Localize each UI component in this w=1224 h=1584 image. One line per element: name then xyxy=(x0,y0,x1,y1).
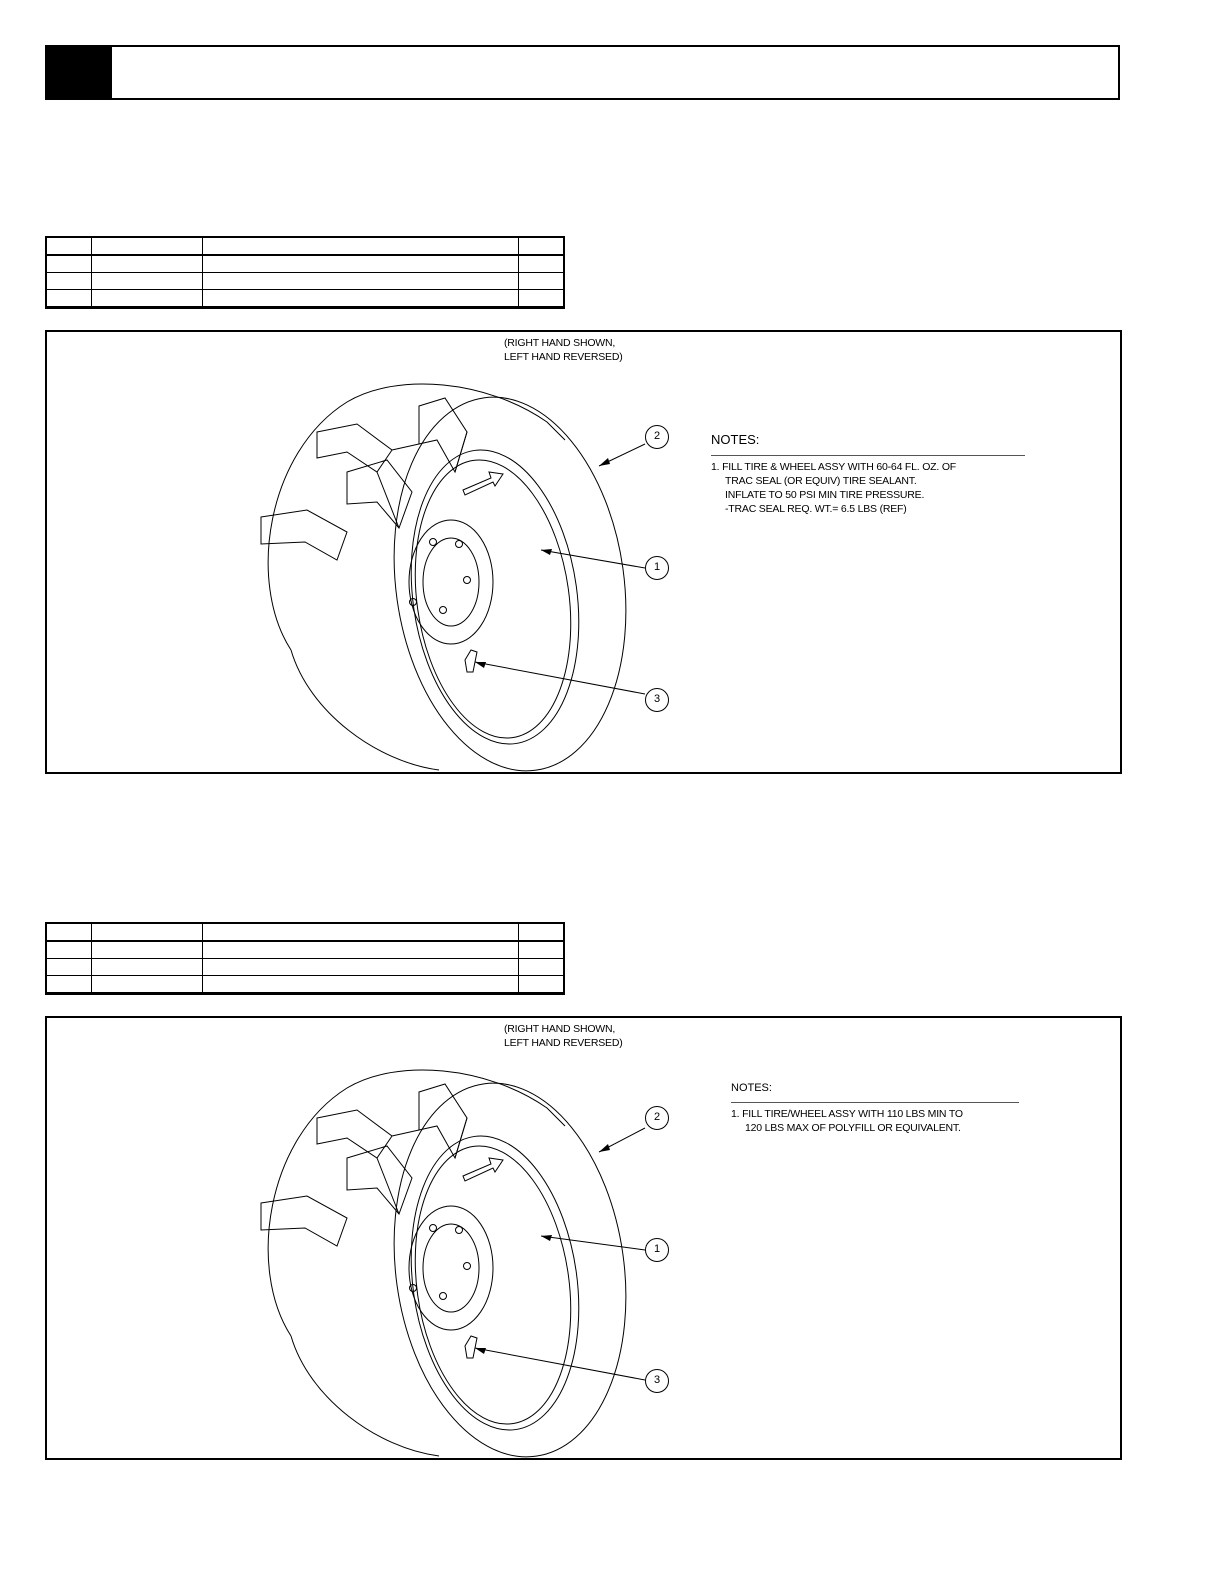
wheel-rim-inner xyxy=(414,1145,572,1425)
leader-arrowhead xyxy=(541,1235,552,1241)
tire-wheel-drawing-upper xyxy=(260,383,646,772)
lug-hole xyxy=(439,1292,447,1300)
notes-block: NOTES: 1. FILL TIRE & WHEEL ASSY WITH 60… xyxy=(711,432,1025,516)
lug-hole xyxy=(455,1226,463,1234)
note-line: 120 LBS MAX OF POLYFILL OR EQUIVALENT. xyxy=(745,1122,961,1134)
notes-title: NOTES: xyxy=(731,1082,772,1094)
tire-sidewall xyxy=(393,396,627,772)
lug-hole xyxy=(463,1262,471,1270)
table-row xyxy=(45,272,565,290)
drawing-panel-upper: (RIGHT HAND SHOWN, LEFT HAND REVERSED) xyxy=(45,330,1122,774)
leader-arrowhead xyxy=(475,1348,486,1354)
caption-line: LEFT HAND REVERSED) xyxy=(504,351,623,363)
header-section-marker xyxy=(47,47,112,98)
lug-hole xyxy=(429,538,437,546)
notes-title: NOTES: xyxy=(711,432,760,447)
caption-line: LEFT HAND REVERSED) xyxy=(504,1037,623,1049)
tread-lug xyxy=(316,1109,393,1159)
tread-lug xyxy=(260,1195,348,1247)
tire-back-outline xyxy=(267,1069,566,1337)
leader-arrowhead xyxy=(475,662,486,668)
tread-lug xyxy=(260,509,348,561)
page-header-bar xyxy=(45,45,1120,100)
callout-balloon-1: 1 xyxy=(645,1238,669,1262)
callout-balloon-2: 2 xyxy=(645,425,669,449)
wheel-hub xyxy=(408,1205,494,1331)
table-row xyxy=(45,958,565,976)
view-caption: (RIGHT HAND SHOWN, LEFT HAND REVERSED) xyxy=(504,1022,623,1050)
wheel-hub-inner xyxy=(422,537,480,627)
rotation-arrow xyxy=(462,471,504,496)
leader-arrowhead xyxy=(541,549,552,555)
lug-hole xyxy=(409,598,417,606)
drawing-panel-lower: (RIGHT HAND SHOWN, LEFT HAND REVERSED) xyxy=(45,1016,1122,1460)
tread-lug xyxy=(346,459,413,529)
tire-bottom-edge xyxy=(290,1335,440,1457)
note-line: INFLATE TO 50 PSI MIN TIRE PRESSURE. xyxy=(725,489,925,501)
wheel-rim xyxy=(410,449,580,745)
view-caption: (RIGHT HAND SHOWN, LEFT HAND REVERSED) xyxy=(504,336,623,364)
parts-table-lower xyxy=(45,922,565,995)
tread-lug-inner xyxy=(376,1117,468,1215)
wheel-rim xyxy=(410,1135,580,1431)
tire-sidewall xyxy=(393,1082,627,1458)
callout-balloon-1: 1 xyxy=(645,556,669,580)
notes-block: NOTES: 1. FILL TIRE/WHEEL ASSY WITH 110 … xyxy=(731,1082,1019,1135)
table-row xyxy=(45,254,565,273)
callout-balloon-3: 3 xyxy=(645,1369,669,1393)
wheel-hub xyxy=(408,519,494,645)
table-row xyxy=(45,975,565,994)
tread-lug xyxy=(418,397,468,474)
tire-bottom-edge xyxy=(290,649,440,771)
valve-stem xyxy=(464,1335,478,1359)
note-line: 1. FILL TIRE & WHEEL ASSY WITH 60-64 FL.… xyxy=(711,461,957,473)
lug-hole xyxy=(409,1284,417,1292)
wheel-hub-inner xyxy=(422,1223,480,1313)
table-row xyxy=(45,940,565,959)
leader-line xyxy=(474,661,646,695)
callout-balloon-3: 3 xyxy=(645,688,669,712)
leader-line xyxy=(540,1235,646,1251)
lug-hole xyxy=(463,576,471,584)
notes-divider xyxy=(711,455,1025,456)
rotation-arrow xyxy=(462,1157,504,1182)
tread-lug xyxy=(346,1145,413,1215)
lug-hole xyxy=(455,540,463,548)
wheel-rim-inner xyxy=(414,459,572,739)
tread-lug xyxy=(418,1083,468,1160)
table-row xyxy=(45,289,565,308)
caption-line: (RIGHT HAND SHOWN, xyxy=(504,1023,616,1035)
tread-lug xyxy=(316,423,393,473)
table-row xyxy=(45,922,565,942)
note-line: TRAC SEAL (OR EQUIV) TIRE SEALANT. xyxy=(725,475,917,487)
leader-line xyxy=(540,549,646,569)
note-line: -TRAC SEAL REQ. WT.= 6.5 LBS (REF) xyxy=(725,503,907,515)
tire-wheel-drawing-lower xyxy=(260,1069,646,1458)
lug-hole xyxy=(429,1224,437,1232)
table-row xyxy=(45,236,565,256)
parts-table-upper xyxy=(45,236,565,309)
tread-lug-inner xyxy=(376,431,468,529)
lug-hole xyxy=(439,606,447,614)
callout-balloon-2: 2 xyxy=(645,1106,669,1130)
leader-line xyxy=(474,1347,646,1381)
caption-line: (RIGHT HAND SHOWN, xyxy=(504,337,616,349)
note-line: 1. FILL TIRE/WHEEL ASSY WITH 110 LBS MIN… xyxy=(731,1108,963,1120)
notes-divider xyxy=(731,1102,1019,1103)
valve-stem xyxy=(464,649,478,673)
tire-back-outline xyxy=(267,383,566,651)
leader-arrowhead xyxy=(599,458,610,466)
leader-arrowhead xyxy=(599,1144,610,1152)
